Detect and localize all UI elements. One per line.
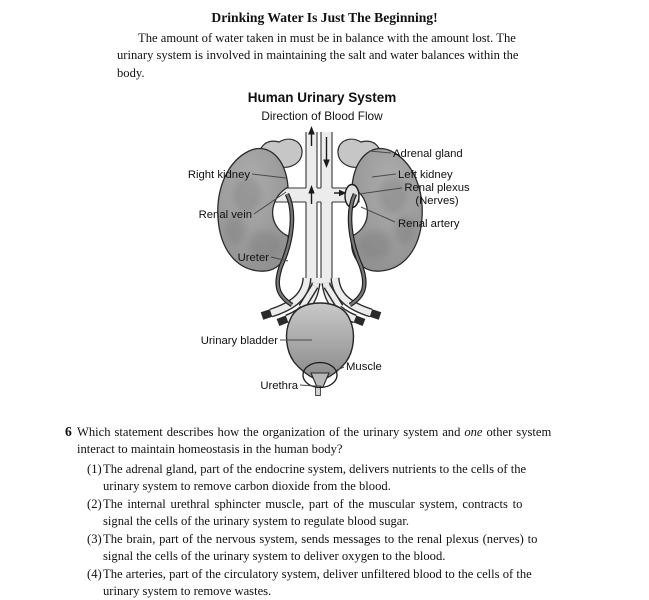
option-text: The brain, part of the nervous system, s… [103,531,537,565]
label-ureter: Ureter [238,252,270,264]
muscle-circle [302,361,338,389]
stem-italic-word: one [464,425,483,439]
label-urethra: Urethra [260,380,298,392]
ureters [275,192,367,307]
option-number: (3) [87,532,102,546]
option-number: (4) [87,567,102,581]
diagram-title: Human Urinary System [248,90,397,105]
urinary-system-diagram: Human Urinary System Direction of Blood … [188,90,470,396]
question-stem-line: interact to maintain homeostasis in the … [77,441,343,456]
question-number: 6 [65,424,72,439]
option-line: The adrenal gland, part of the endocrine… [103,462,527,476]
left-kidney-shape [337,138,423,272]
option-text: The adrenal gland, part of the endocrine… [103,461,526,495]
option-line: urinary system to remove carbon dioxide … [103,479,391,493]
urethra-shape [315,385,321,396]
option-line: urinary system to remove wastes. [103,584,272,598]
option-1: (1) The adrenal gland, part of the endoc… [87,461,537,495]
label-renal-artery: Renal artery [398,218,460,230]
up-arrow-icon [308,185,315,194]
label-renal-vein: Renal vein [199,209,252,221]
intro-paragraph: The amount of water taken in must be in … [117,30,519,82]
label-adrenal-gland: Adrenal gland [393,148,463,160]
diagram-subtitle: Direction of Blood Flow [261,109,383,123]
option-4: (4) The arteries, part of the circulator… [87,566,537,600]
option-3: (3) The brain, part of the nervous syste… [87,531,537,565]
intro-line: The amount of water taken in must be in … [138,31,516,45]
option-line: The brain, part of the nervous system, s… [103,532,538,546]
option-line: The arteries, part of the circulatory sy… [103,567,532,581]
intro-line: urinary system is involved in maintainin… [117,48,519,63]
label-urinary-bladder: Urinary bladder [201,335,278,347]
label-muscle: Muscle [346,361,382,373]
intro-line: body. [117,65,145,80]
question-stem-line: Which statement describes how the organi… [77,424,551,441]
label-left-kidney: Left kidney [398,169,453,181]
option-text: The arteries, part of the circulatory sy… [103,566,532,600]
up-arrow-icon [308,126,315,135]
blood-flow-arrows [308,126,347,204]
right-arrow-icon [339,189,347,197]
label-renal-plexus: Renal plexus [404,182,470,194]
question-stem: Which statement describes how the organi… [77,424,551,458]
stem-text: other system [482,425,552,439]
option-line: The internal urethral sphincter muscle, … [103,497,523,511]
option-number: (1) [87,462,102,476]
option-number: (2) [87,497,102,511]
stem-text: Which statement describes how the organi… [77,425,465,439]
bladder-neck-shape [310,372,330,388]
page-title: Drinking Water Is Just The Beginning! [211,10,438,25]
leader-lines [251,150,403,387]
right-kidney-shape [217,138,303,272]
answer-options: (1) The adrenal gland, part of the endoc… [87,461,537,600]
option-line: signal the cells of the urinary system t… [103,514,410,528]
option-text: The internal urethral sphincter muscle, … [103,496,522,530]
label-renal-plexus-nerves: (Nerves) [415,195,459,207]
central-blood-vessels [305,132,333,286]
option-2: (2) The internal urethral sphincter musc… [87,496,537,530]
down-arrow-icon [323,159,330,168]
label-right-kidney: Right kidney [188,169,251,181]
option-line: signal the cells of the urinary system t… [103,549,446,563]
